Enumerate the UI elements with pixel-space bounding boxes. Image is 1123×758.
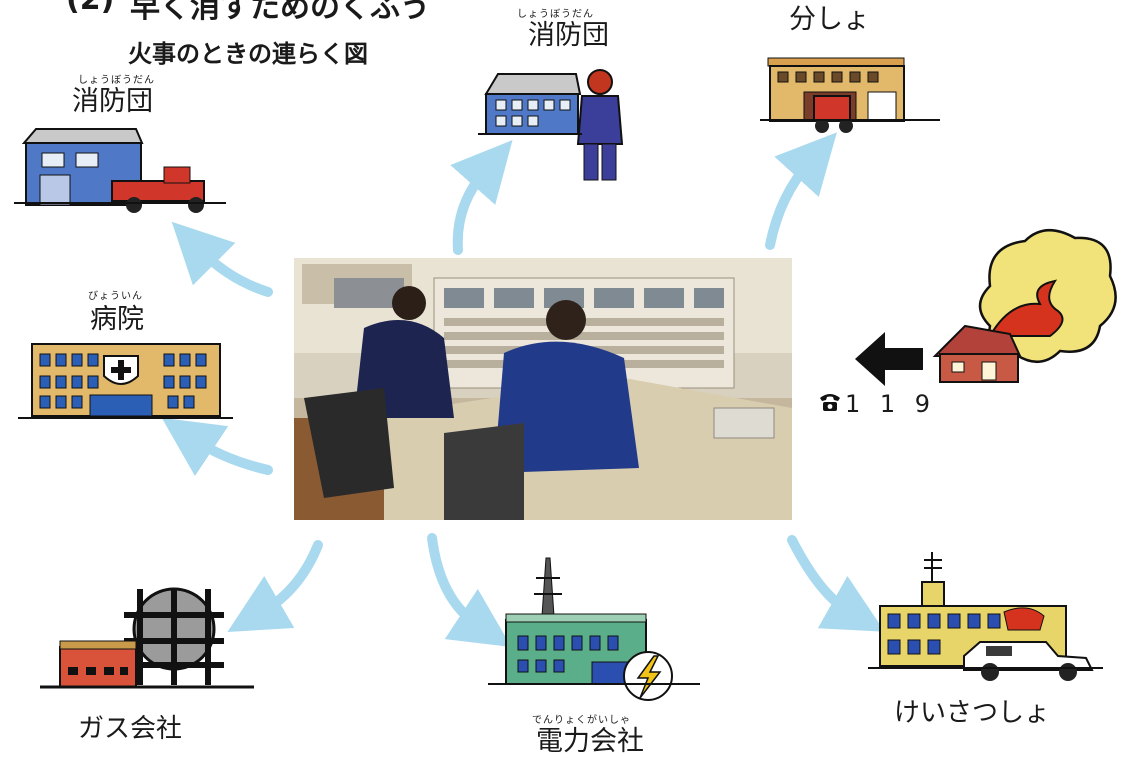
- hospital-building: [18, 343, 233, 419]
- fire-brigade-building-truck: [14, 128, 226, 213]
- firefighters-left-label: 消防団: [72, 86, 153, 117]
- arrow-to-firefighters-top: [450, 140, 513, 255]
- gas-company-label: ガス会社: [78, 714, 183, 744]
- arrow-to-gas: [227, 540, 323, 633]
- incoming-call-arrow: [855, 332, 923, 386]
- power-company-illustration: [488, 557, 700, 701]
- arrow-to-branch: [765, 132, 837, 250]
- arrow-to-hospital: [161, 417, 273, 477]
- section-number: (2): [66, 0, 114, 17]
- arrow-to-firefighters-left: [171, 221, 273, 297]
- fire-brigade-building-person: [478, 69, 624, 181]
- emergency-number: 1 1 9: [845, 390, 937, 418]
- firefighters-top-label: 消防団: [528, 20, 609, 51]
- firefighters-top-reading: しょうぼうだん: [517, 9, 594, 20]
- arrow-to-power: [427, 533, 512, 648]
- power-company-reading: でんりょくがいしゃ: [532, 715, 631, 726]
- hospital-label: 病院: [90, 304, 144, 335]
- command-center-photo: [294, 258, 792, 520]
- telephone-icon: [820, 394, 840, 411]
- police-station-label: けいさつしょ: [894, 698, 1051, 728]
- police-station-illustration: [868, 552, 1103, 681]
- power-company-label: 電力会社: [536, 726, 644, 757]
- branch-station-label: 分しょ: [789, 4, 870, 35]
- hospital-reading: びょういん: [88, 291, 143, 302]
- diagram-title: 火事のときの連らく図: [128, 40, 368, 68]
- section-title: 早く消すためのくふう: [130, 0, 430, 25]
- burning-house-illustration: [932, 229, 1117, 383]
- arrow-to-police: [787, 535, 885, 632]
- firefighters-left-reading: しょうぼうだん: [78, 75, 155, 86]
- branch-station-building: [760, 57, 940, 133]
- gas-company-illustration: [40, 587, 254, 689]
